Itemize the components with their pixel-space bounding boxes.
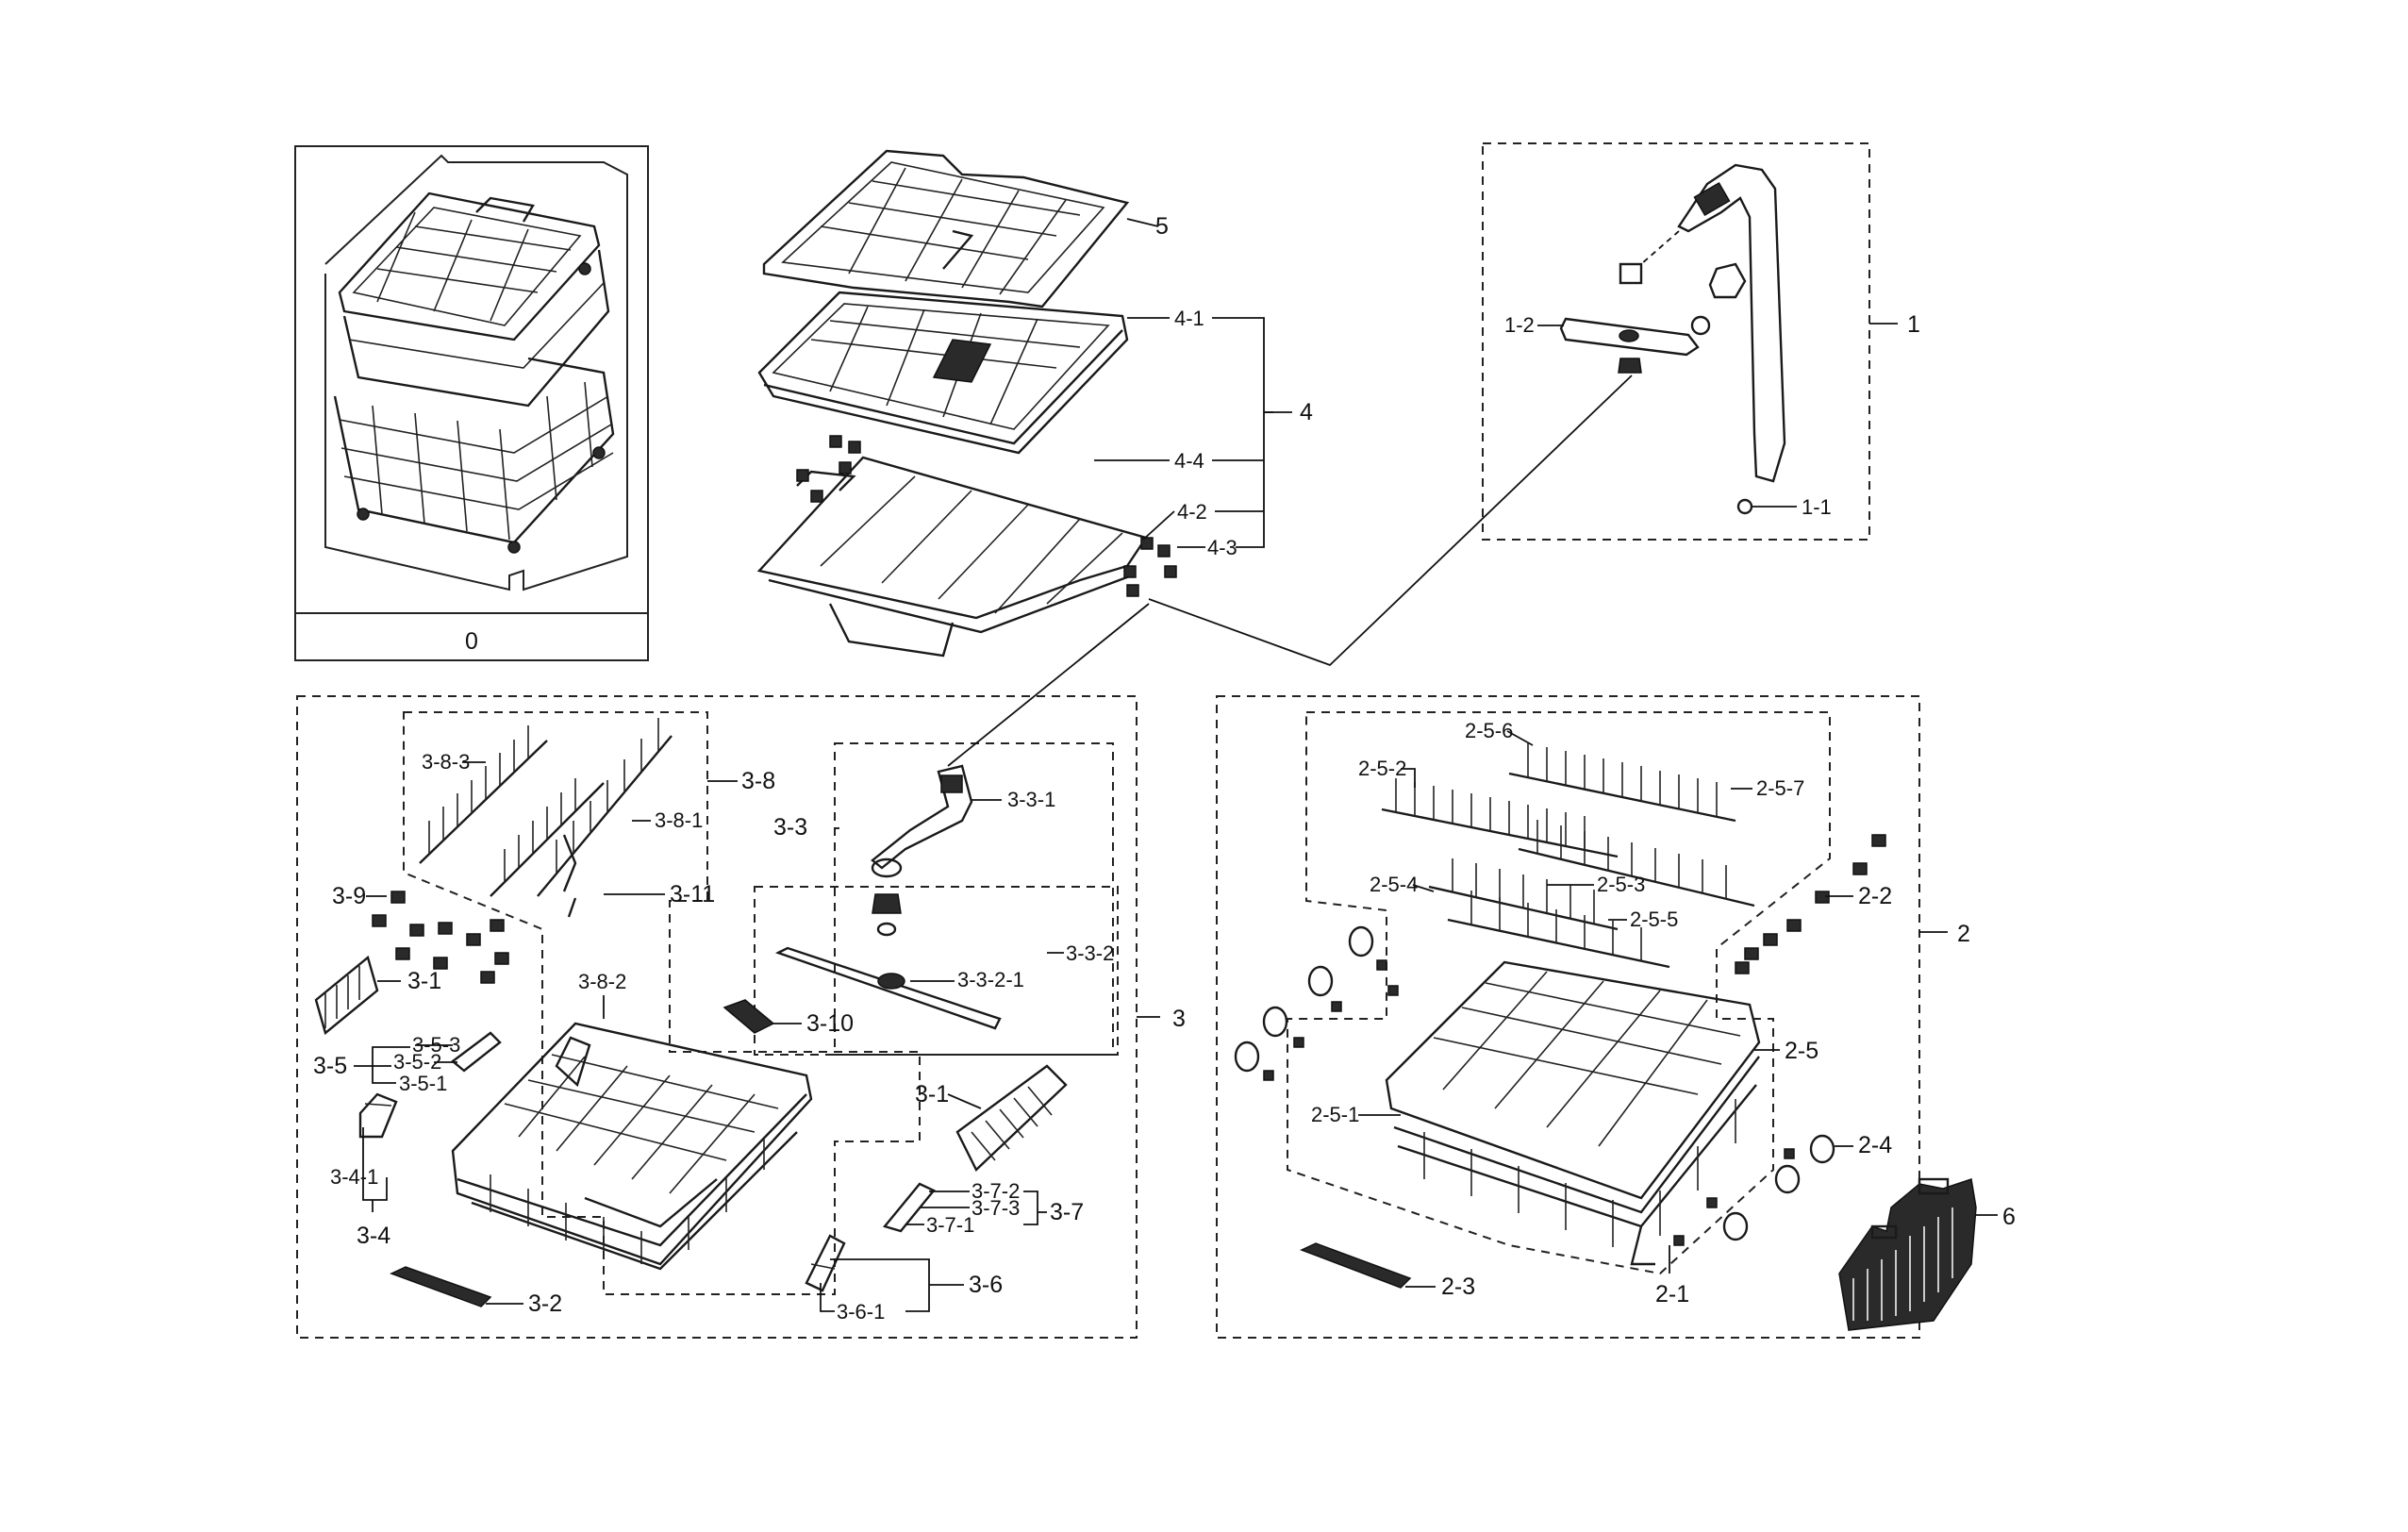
tray-wire-frame-part-4-4 bbox=[756, 456, 1148, 658]
rack-wheels-left bbox=[1234, 925, 1399, 1081]
label-3-3-1: 3-3-1 bbox=[1007, 788, 1055, 811]
rack-wheels-part-2-4 bbox=[1673, 1134, 1835, 1246]
label-2-3: 2-3 bbox=[1441, 1274, 1475, 1300]
label-2-2: 2-2 bbox=[1858, 883, 1892, 909]
label-3-1b: 3-1 bbox=[915, 1081, 949, 1107]
tine-block-part-3-1-right bbox=[955, 1064, 1068, 1172]
label-3-6-1: 3-6-1 bbox=[837, 1300, 885, 1324]
label-3-10: 3-10 bbox=[806, 1010, 854, 1037]
label-2-5: 2-5 bbox=[1785, 1038, 1818, 1064]
upper-rack-panel: 3-8-3 3-8-1 3-8 3-11 3-9 bbox=[296, 603, 1186, 1339]
assembly-racks-illustration bbox=[333, 192, 615, 554]
label-4-4: 4-4 bbox=[1174, 449, 1204, 473]
tray-body-part-4-1 bbox=[757, 291, 1129, 455]
label-2-5-6: 2-5-6 bbox=[1465, 719, 1513, 742]
label-2-5-7: 2-5-7 bbox=[1756, 776, 1804, 800]
label-2-5-3: 2-5-3 bbox=[1597, 873, 1645, 896]
label-4-1: 4-1 bbox=[1174, 307, 1204, 330]
label-3-5-1: 3-5-1 bbox=[399, 1072, 447, 1095]
cutlery-tray-assembly: 5 4-1 4-4 4 4-2 4-3 bbox=[756, 149, 1313, 658]
label-4-3: 4-3 bbox=[1207, 536, 1237, 559]
rack-clips-part-3-9 bbox=[372, 891, 509, 984]
label-1-1: 1-1 bbox=[1802, 495, 1832, 519]
label-2-4: 2-4 bbox=[1858, 1132, 1892, 1158]
label-3-5: 3-5 bbox=[313, 1053, 347, 1079]
label-2-1: 2-1 bbox=[1655, 1281, 1689, 1307]
label-3-1a: 3-1 bbox=[407, 968, 441, 994]
label-3-4: 3-4 bbox=[357, 1223, 390, 1249]
label-3-5-3: 3-5-3 bbox=[412, 1033, 460, 1057]
feeder-pipe-panel: 1-2 1-1 1 bbox=[1148, 142, 1920, 667]
label-1: 1 bbox=[1907, 311, 1920, 338]
label-3-3-2-1: 3-3-2-1 bbox=[957, 968, 1024, 991]
label-4-2: 4-2 bbox=[1177, 500, 1207, 524]
label-2-5-2: 2-5-2 bbox=[1358, 757, 1406, 780]
label-1-2: 1-2 bbox=[1504, 313, 1535, 337]
label-5: 5 bbox=[1155, 213, 1169, 240]
label-3-9: 3-9 bbox=[332, 883, 366, 909]
upper-rack-basket-part-3-8-2 bbox=[451, 1022, 813, 1271]
label-3-3: 3-3 bbox=[773, 814, 807, 841]
label-3-8-1: 3-8-1 bbox=[655, 808, 703, 832]
label-4: 4 bbox=[1300, 399, 1313, 425]
tray-clips-parts-4-2-4-3 bbox=[796, 435, 1177, 597]
assembly-overview-panel: 0 bbox=[294, 145, 649, 661]
label-3-11: 3-11 bbox=[670, 881, 715, 908]
label-3-7-2: 3-7-2 bbox=[972, 1179, 1020, 1203]
label-3-7-1: 3-7-1 bbox=[926, 1213, 974, 1237]
lower-rack-basket-part-2-5 bbox=[1385, 960, 1761, 1266]
tray-cover-part-5 bbox=[762, 149, 1130, 308]
lower-tines-parts-2-5-2-to-2-5-7 bbox=[1381, 743, 1755, 969]
label-3-6: 3-6 bbox=[969, 1272, 1003, 1298]
label-3-7-3: 3-7-3 bbox=[972, 1196, 1020, 1220]
rack-clips-part-2-2 bbox=[1735, 834, 1886, 974]
label-2-5-1: 2-5-1 bbox=[1311, 1103, 1359, 1126]
tine-block-part-3-1-left bbox=[314, 955, 379, 1036]
tine-rows-part-3-8 bbox=[419, 718, 673, 918]
label-3-7: 3-7 bbox=[1050, 1199, 1084, 1225]
label-0: 0 bbox=[465, 628, 478, 655]
label-2: 2 bbox=[1957, 921, 1970, 947]
label-3-5-2: 3-5-2 bbox=[393, 1050, 441, 1074]
label-3-2: 3-2 bbox=[528, 1291, 562, 1317]
label-3-4-1: 3-4-1 bbox=[330, 1165, 378, 1189]
label-3-3-2: 3-3-2 bbox=[1066, 941, 1114, 965]
lower-rack-panel: 2-5-6 2-5-2 2-5-7 2-5-3 2-5-4 2-5-5 bbox=[1216, 695, 1970, 1339]
label-3-8: 3-8 bbox=[741, 768, 775, 794]
label-6: 6 bbox=[2002, 1204, 2016, 1230]
label-2-5-4: 2-5-4 bbox=[1370, 873, 1418, 896]
label-2-5-5: 2-5-5 bbox=[1630, 908, 1678, 931]
label-3-8-3: 3-8-3 bbox=[422, 750, 470, 774]
label-3-8-2: 3-8-2 bbox=[578, 970, 626, 993]
cutlery-basket-part-6: 6 bbox=[1838, 1177, 2016, 1331]
label-3: 3 bbox=[1172, 1006, 1186, 1032]
